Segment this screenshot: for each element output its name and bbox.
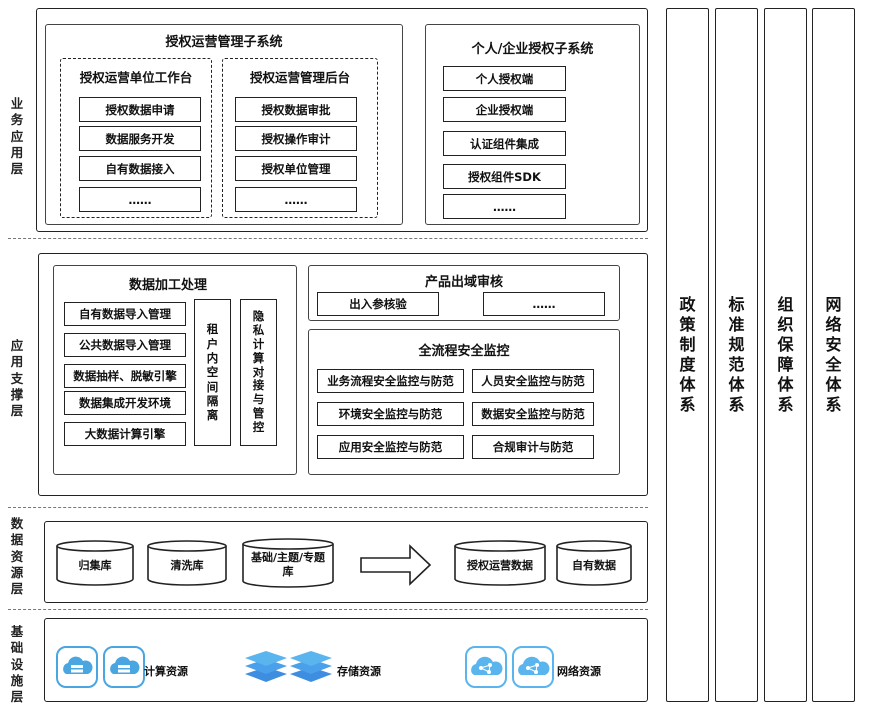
right-arrow-icon	[360, 544, 432, 586]
backend-title: 授权运营管理后台	[249, 70, 350, 85]
database-cylinder-icon	[56, 540, 134, 586]
network-cloud-icon	[465, 646, 507, 688]
data-resource-layer-panel	[44, 521, 648, 603]
pillar-standards-system: 标准 规范 体系	[715, 8, 758, 702]
compute-cloud-icon	[56, 646, 98, 688]
personal-auth-item: 个人授权端	[443, 66, 566, 91]
backend-item: ……	[235, 187, 357, 212]
database-cylinder-icon	[454, 540, 546, 586]
export-review-title: 产品出域审核	[424, 275, 503, 290]
database-cylinder-icon	[147, 540, 227, 586]
database-basic-topic: 基础/主题/专题 库	[242, 538, 334, 588]
database-cylinder-icon	[242, 538, 334, 588]
compute-resource-label: 计算资源	[144, 665, 188, 678]
backend-item: 授权数据审批	[235, 97, 357, 122]
database-auth-ops: 授权运营数据	[454, 540, 546, 586]
export-review-item: 出入参核验	[317, 292, 439, 316]
monitor-item: 合规审计与防范	[472, 435, 594, 459]
processing-item: 自有数据导入管理	[64, 302, 186, 326]
monitor-item: 人员安全监控与防范	[472, 369, 594, 393]
layer-separator	[8, 507, 648, 508]
layer-label-business: 业 务 应 用 层	[10, 96, 24, 176]
database-cylinder-icon	[556, 540, 632, 586]
database-label: 自有数据	[572, 559, 616, 572]
backend-item: 授权单位管理	[235, 156, 357, 181]
database-label: 授权运营数据	[467, 559, 533, 572]
database-label: 库	[282, 565, 294, 578]
layer-label-support: 应 用 支 撑 层	[10, 338, 24, 418]
compute-cloud-icon	[103, 646, 145, 688]
workbench-item: 授权数据申请	[79, 97, 201, 122]
processing-item: 数据抽样、脱敏引擎	[64, 364, 186, 388]
workbench-title: 授权运营单位工作台	[79, 70, 193, 85]
export-review-item: ……	[483, 292, 605, 316]
database-label: 基础/主题/专题	[250, 551, 326, 564]
processing-item: 公共数据导入管理	[64, 333, 186, 357]
layer-label-infrastructure: 基 础 设 施 层	[10, 624, 24, 704]
database-own-data: 自有数据	[556, 540, 632, 586]
workbench-item: 自有数据接入	[79, 156, 201, 181]
database-collection: 归集库	[56, 540, 134, 586]
monitor-item: 数据安全监控与防范	[472, 402, 594, 426]
database-label: 清洗库	[170, 559, 204, 572]
personal-auth-subsystem	[425, 24, 640, 225]
personal-auth-item: 企业授权端	[443, 97, 566, 122]
storage-resource-label: 存储资源	[337, 665, 381, 678]
network-resource-label: 网络资源	[557, 665, 601, 678]
personal-auth-subsystem-title: 个人/企业授权子系统	[471, 42, 594, 57]
processing-item: 数据集成开发环境	[64, 391, 186, 415]
processing-item: 大数据计算引擎	[64, 422, 186, 446]
privacy-computing-control: 隐 私 计 算 对 接 与 管 控	[240, 299, 277, 446]
pillar-policy-system: 政策 制度 体系	[666, 8, 709, 702]
security-monitor-title: 全流程安全监控	[418, 344, 510, 359]
pillar-organization-system: 组织 保障 体系	[764, 8, 807, 702]
personal-auth-item: 认证组件集成	[443, 131, 566, 156]
layer-separator	[8, 238, 648, 239]
database-label: 归集库	[78, 559, 112, 572]
storage-layers-icon	[245, 651, 287, 682]
tenant-space-isolation: 租 户 内 空 间 隔 离	[194, 299, 231, 446]
auth-ops-subsystem-title: 授权运营管理子系统	[165, 35, 283, 50]
database-cleansing: 清洗库	[147, 540, 227, 586]
workbench-item: 数据服务开发	[79, 126, 201, 151]
monitor-item: 业务流程安全监控与防范	[317, 369, 464, 393]
layer-label-data-resource: 数 据 资 源 层	[10, 516, 24, 596]
storage-layers-icon	[290, 651, 332, 682]
pillar-network-security-system: 网络 安全 体系	[812, 8, 855, 702]
workbench-group	[60, 58, 212, 218]
layer-separator	[8, 609, 648, 610]
data-processing-title: 数据加工处理	[128, 278, 207, 293]
network-cloud-icon	[512, 646, 554, 688]
monitor-item: 环境安全监控与防范	[317, 402, 464, 426]
backend-group	[222, 58, 378, 218]
workbench-item: ……	[79, 187, 201, 212]
backend-item: 授权操作审计	[235, 126, 357, 151]
monitor-item: 应用安全监控与防范	[317, 435, 464, 459]
personal-auth-item: 授权组件SDK	[443, 164, 566, 189]
personal-auth-item: ……	[443, 194, 566, 219]
